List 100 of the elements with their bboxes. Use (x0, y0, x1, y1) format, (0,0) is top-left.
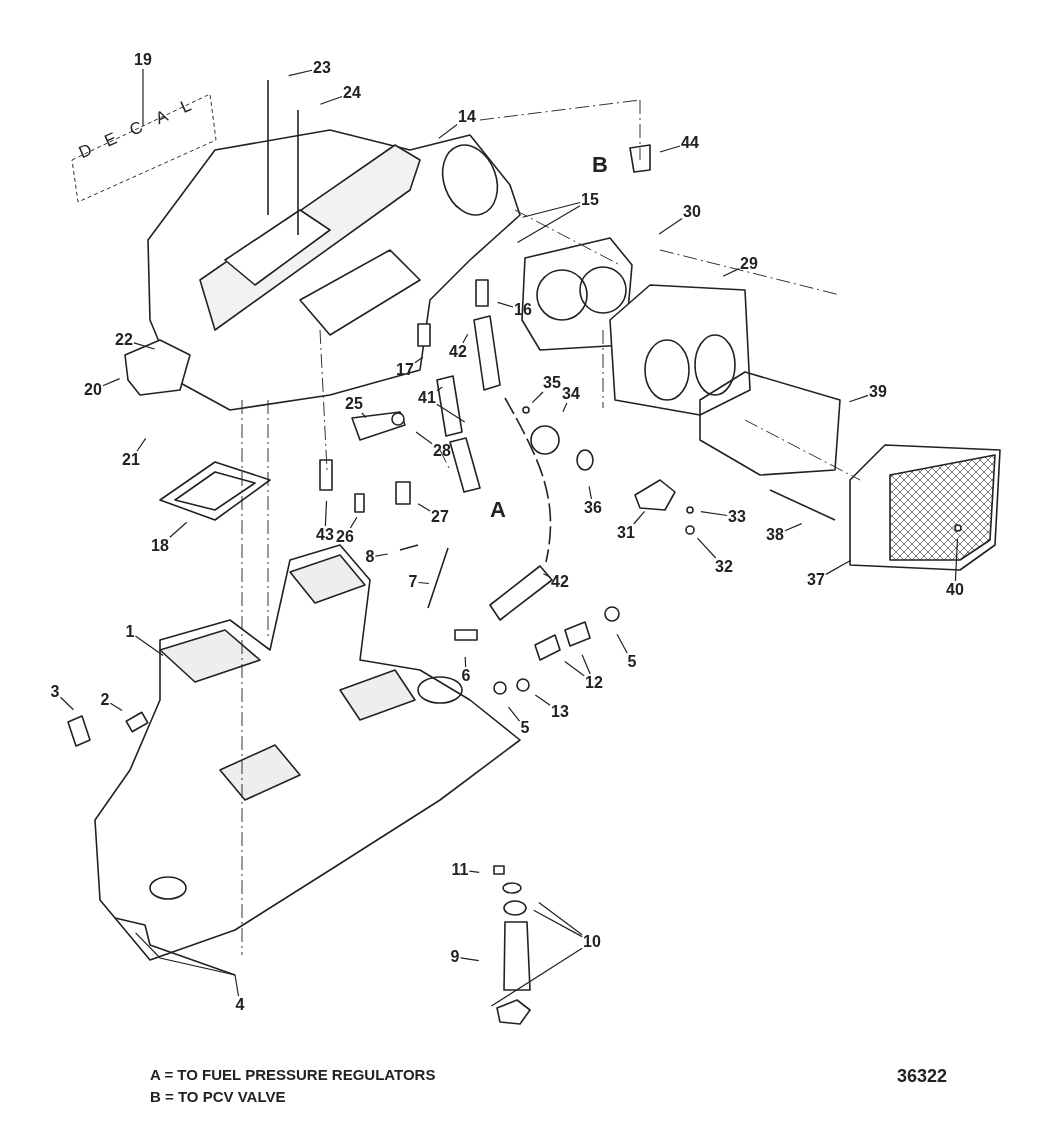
callout-number: 26 (335, 528, 355, 546)
leader-line (522, 201, 581, 218)
callout-number: 14 (457, 108, 477, 126)
leader-line (538, 901, 583, 936)
callout-number: 43 (315, 526, 335, 544)
leader-line (462, 333, 469, 344)
leader-line (564, 660, 585, 677)
section-letter: B (592, 152, 608, 178)
leader-line (542, 573, 551, 578)
callout-number: 8 (364, 548, 376, 566)
callout-number: 44 (680, 134, 700, 152)
callout-number: 17 (395, 361, 415, 379)
leader-line (825, 559, 852, 575)
leader-line (134, 635, 164, 657)
callout-number: 1 (124, 623, 136, 641)
callout-number: 7 (407, 573, 419, 591)
callout-number: 4 (234, 996, 246, 1014)
callout-number: 15 (580, 191, 600, 209)
leader-line (516, 205, 581, 244)
callout-number: 27 (430, 508, 450, 526)
callout-number: 24 (342, 84, 362, 102)
leader-line (562, 402, 568, 413)
callout-number: 5 (519, 719, 531, 737)
leader-line (109, 702, 123, 712)
callout-number: 11 (450, 861, 470, 879)
callout-number: 41 (417, 389, 437, 407)
leader-line (581, 654, 591, 675)
leader-line (531, 391, 544, 404)
callout-number: 20 (83, 381, 103, 399)
callout-number: 38 (765, 526, 785, 544)
leader-line (588, 485, 592, 500)
leader-line (659, 145, 681, 153)
callout-number: 34 (561, 385, 581, 403)
callout-number: 39 (868, 383, 888, 401)
leader-line (722, 268, 740, 277)
callout-number: 21 (121, 451, 141, 469)
leader-line (438, 123, 458, 139)
leader-line (696, 537, 717, 559)
callout-number: 33 (727, 508, 747, 526)
leader-line (374, 553, 389, 557)
callout-number: 10 (582, 933, 602, 951)
leader-line (507, 706, 521, 722)
callout-number: 3 (49, 683, 61, 701)
callout-number: 42 (448, 343, 468, 361)
callout-number: 2 (99, 691, 111, 709)
callout-number: 5 (626, 653, 638, 671)
callout-number: 30 (682, 203, 702, 221)
leader-line (464, 656, 467, 668)
callout-number: 12 (584, 674, 604, 692)
leader-line (133, 342, 156, 350)
leader-line (142, 68, 144, 127)
figure-number: 36322 (897, 1066, 948, 1087)
decal-outline (70, 92, 218, 204)
leader-line (459, 957, 480, 962)
callout-number: 40 (945, 581, 965, 599)
leader-line (414, 356, 424, 364)
leader-line (136, 437, 147, 452)
leader-line (102, 378, 121, 387)
leader-line (616, 633, 628, 654)
leader-line (490, 947, 583, 1007)
section-letter: A (490, 497, 506, 523)
callout-number: 19 (133, 51, 153, 69)
callout-number: 13 (550, 703, 570, 721)
leader-line (436, 386, 443, 392)
leader-line (417, 503, 431, 512)
note-text: A = TO FUEL PRESSURE REGULATORS (150, 1066, 436, 1083)
leader-line (59, 696, 75, 711)
callout-number: 18 (150, 537, 170, 555)
leader-line (848, 394, 869, 403)
leader-line (135, 932, 240, 997)
leader-line (288, 69, 313, 77)
callout-number: 36 (583, 499, 603, 517)
leader-line (361, 412, 367, 419)
callout-number: 42 (550, 573, 570, 591)
callout-number: 31 (616, 524, 636, 542)
callout-number: 35 (542, 374, 562, 392)
callout-number: 29 (739, 255, 759, 273)
leader-line (319, 95, 343, 105)
callout-number: 32 (714, 558, 734, 576)
leader-line (534, 694, 551, 706)
leader-line (324, 500, 328, 527)
leader-line (417, 581, 430, 585)
leader-line (436, 403, 466, 423)
callout-number: 9 (449, 948, 461, 966)
callout-number: 28 (432, 442, 452, 460)
leader-line (497, 301, 514, 308)
leader-line (700, 511, 728, 517)
leader-line (349, 516, 358, 529)
leader-line (954, 538, 959, 582)
callout-number: 37 (806, 571, 826, 589)
leader-line (633, 510, 646, 525)
leader-line (169, 521, 188, 538)
callout-number: 23 (312, 59, 332, 77)
callout-number: 6 (460, 667, 472, 685)
note-text: B = TO PCV VALVE (150, 1088, 286, 1105)
leader-line (415, 431, 433, 445)
leader-line (658, 218, 683, 235)
leader-line (468, 870, 480, 873)
leader-line (533, 909, 583, 938)
callout-number: 25 (344, 395, 364, 413)
